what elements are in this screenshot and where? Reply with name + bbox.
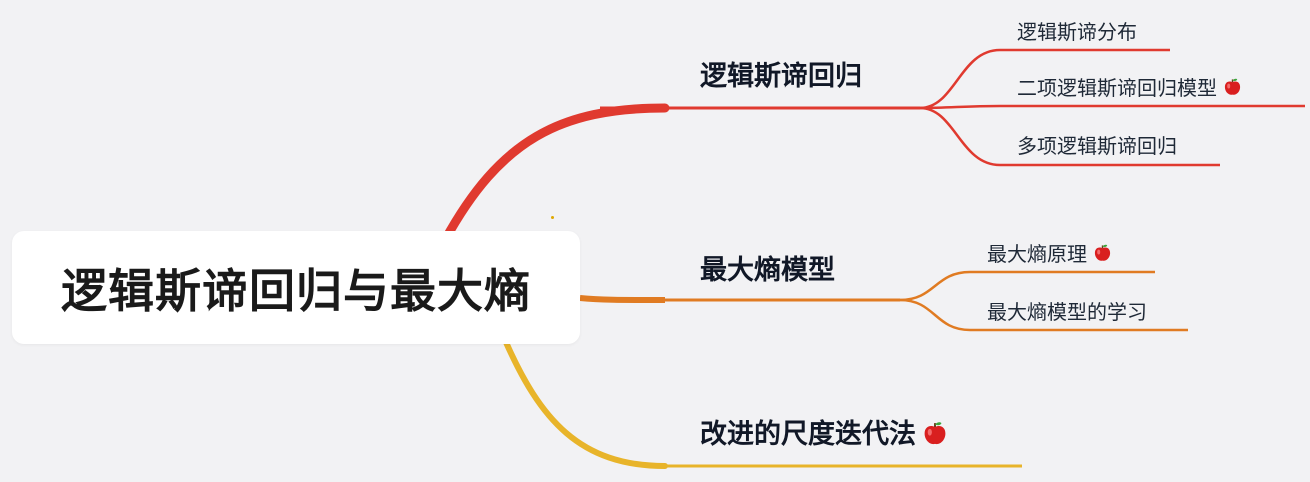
apple-icon (1094, 244, 1111, 261)
branch-improved-iterative-scaling[interactable]: 改进的尺度迭代法 (700, 412, 948, 451)
leaf-binomial-logistic-model[interactable]: 二项逻辑斯谛回归模型 (1017, 72, 1242, 101)
connector-leaf-1-3 (919, 106, 1001, 167)
branch-label: 最大熵模型 (700, 255, 835, 286)
connector-root-branch-3 (502, 337, 668, 469)
connector-leaf-1-1 (919, 48, 1001, 110)
leaf-label: 逻辑斯谛分布 (1017, 20, 1137, 44)
leaf-label: 最大熵原理 (987, 242, 1087, 266)
connector-leaf-2-1 (899, 270, 971, 302)
leaf-label: 二项逻辑斯谛回归模型 (1017, 76, 1217, 100)
root-label: 逻辑斯谛回归与最大熵 (61, 263, 531, 318)
branch-label: 改进的尺度迭代法 (700, 419, 916, 450)
stray-dot (551, 216, 554, 219)
leaf-max-entropy-principle[interactable]: 最大熵原理 (987, 238, 1112, 267)
leaf-label: 最大熵模型的学习 (987, 300, 1147, 324)
apple-icon (1224, 78, 1241, 95)
branch-max-entropy-model[interactable]: 最大熵模型 (700, 248, 835, 287)
leaf-max-entropy-learning[interactable]: 最大熵模型的学习 (987, 296, 1147, 325)
branch-logistic-regression[interactable]: 逻辑斯谛回归 (700, 54, 862, 93)
branch-label: 逻辑斯谛回归 (700, 61, 862, 92)
leaf-multinomial-logistic[interactable]: 多项逻辑斯谛回归 (1017, 130, 1177, 159)
root-node[interactable]: 逻辑斯谛回归与最大熵 (12, 231, 580, 344)
connector-root-branch-1 (440, 103, 670, 245)
connector-leaf-2-2 (899, 298, 971, 332)
leaf-label: 多项逻辑斯谛回归 (1017, 134, 1177, 158)
leaf-logistic-distribution[interactable]: 逻辑斯谛分布 (1017, 16, 1137, 45)
connector-root-branch-2 (579, 295, 666, 303)
apple-icon (924, 422, 946, 445)
